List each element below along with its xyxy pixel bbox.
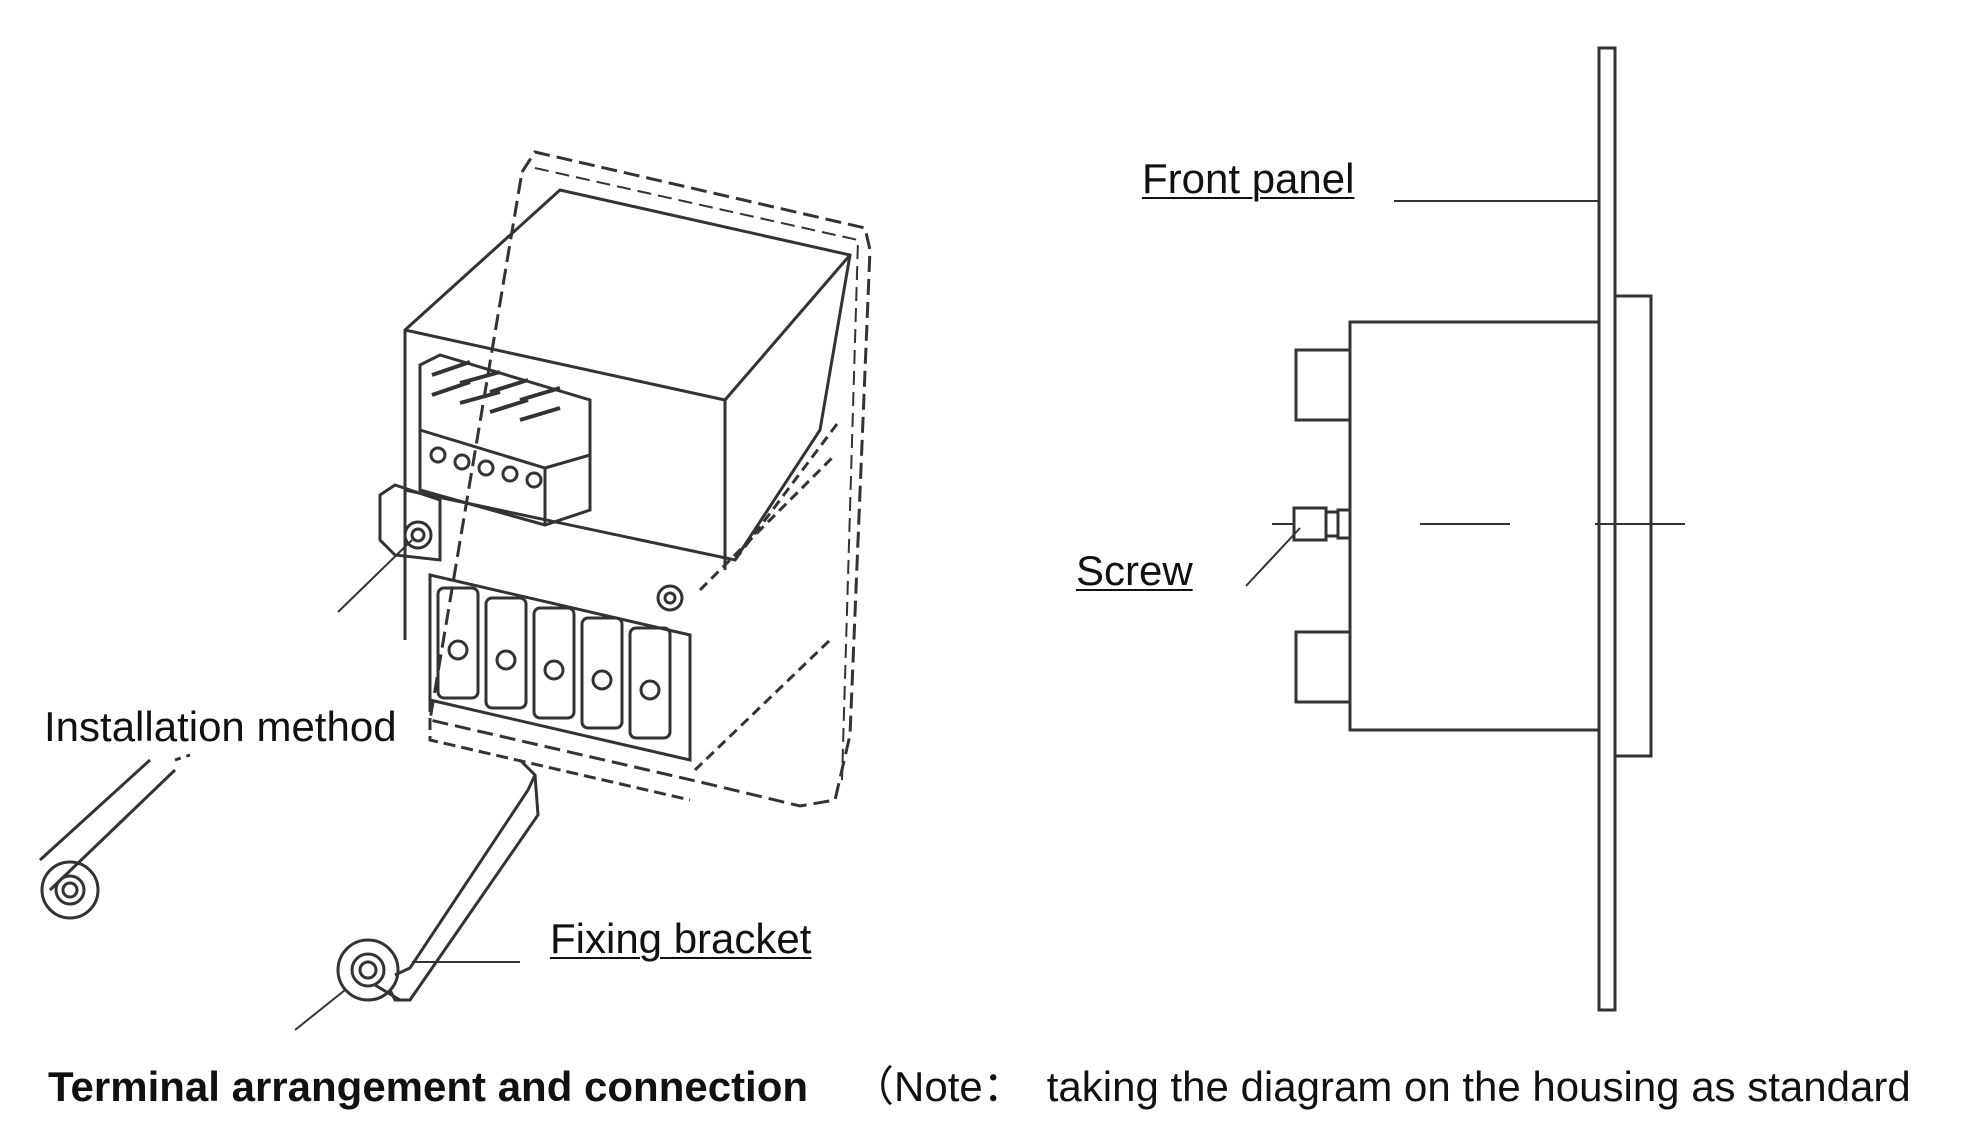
caption-note-prefix: （Note： (852, 1063, 1025, 1110)
left-bracket-partial (38, 758, 177, 892)
rear-terminal-top (1294, 348, 1352, 422)
screw-leader (1245, 527, 1301, 587)
meter-front-bezel (1613, 294, 1653, 758)
upper-terminal-block (418, 353, 592, 527)
diagram-caption: Terminal arrangement and connection （Note… (48, 1066, 1911, 1108)
caption-note-text: taking the diagram on the housing as sta… (1046, 1063, 1911, 1110)
screw-icon (1272, 506, 1352, 542)
meter-bezel (428, 150, 872, 808)
screw-label: Screw (1076, 547, 1193, 594)
rear-terminal-bottom (1294, 630, 1352, 704)
fixing-bracket (388, 758, 540, 1002)
side-view-drawing (1245, 46, 1685, 1012)
front-panel-label: Front panel (1142, 155, 1355, 202)
front-panel-plate (1597, 46, 1617, 1012)
meter-body (1348, 320, 1601, 732)
installation-method-label: Installation method (42, 704, 401, 752)
caption-title: Terminal arrangement and connection (48, 1063, 809, 1110)
fixing-bracket-label: Fixing bracket (550, 915, 812, 962)
lower-terminal-block (428, 573, 692, 762)
meter-isometric-sketch (38, 150, 872, 1031)
